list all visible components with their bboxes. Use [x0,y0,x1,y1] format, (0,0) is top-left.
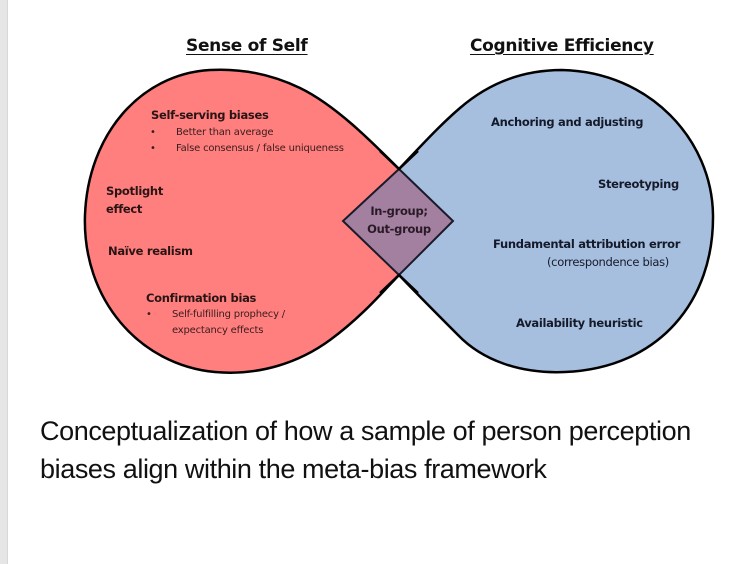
bullet-icon: • [150,143,156,154]
subitem-better-than-average: •Better than average [150,125,274,141]
anchoring-adjusting-label: Anchoring and adjusting [491,115,644,129]
bullet-icon: • [150,127,156,138]
self-serving-biases-label: Self-serving biases [151,108,269,122]
page-left-border [0,0,8,564]
subitem-self-fulfilling-prophecy: •Self-fulfilling prophecy / [146,307,285,323]
bullet-icon: • [146,309,152,320]
meta-bias-diagram [83,68,715,374]
stereotyping-label: Stereotyping [598,177,679,191]
figure-caption: Conceptualization of how a sample of per… [40,416,691,484]
overlap-label: In-group; Out-group [358,202,440,238]
fundamental-attribution-error-label: Fundamental attribution error [493,237,681,251]
subitem-false-consensus: •False consensus / false uniqueness [150,141,344,157]
in-group-label: In-group; [370,204,428,218]
sense-of-self-heading: Sense of Self [186,36,308,56]
naive-realism-label: Naïve realism [108,244,193,258]
sense-of-self-lobe [83,68,401,374]
out-group-label: Out-group [367,222,431,236]
spotlight-effect-label-line2: effect [106,202,143,216]
subitem-expectancy-effects: expectancy effects [172,325,264,336]
correspondence-bias-note: (correspondence bias) [547,255,669,269]
confirmation-bias-label: Confirmation bias [146,291,257,305]
availability-heuristic-label: Availability heuristic [516,316,643,330]
cognitive-efficiency-lobe [397,68,715,374]
crossing-lines [379,150,419,294]
spotlight-effect-label-line1: Spotlight [106,184,164,198]
cognitive-efficiency-heading: Cognitive Efficiency [470,36,654,56]
